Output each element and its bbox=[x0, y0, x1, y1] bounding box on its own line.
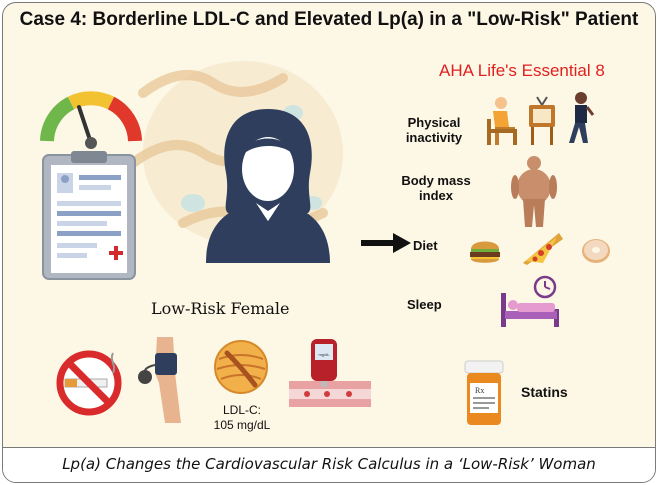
factor-line: Body mass bbox=[401, 173, 471, 188]
factor-line: index bbox=[419, 188, 453, 203]
glucometer-artery-icon: mg/dL bbox=[289, 339, 371, 407]
ldl-line: LDL-C: bbox=[222, 403, 261, 417]
factor-label-sleep: Sleep bbox=[407, 297, 442, 312]
factor-label-physical-inactivity: Physical inactivity bbox=[399, 115, 469, 145]
lipoprotein-particle-icon bbox=[214, 340, 268, 394]
main-area: Case 4: Borderline LDL-C and Elevated Lp… bbox=[3, 3, 655, 449]
arrow-right-icon bbox=[361, 233, 411, 253]
figure-title: Case 4: Borderline LDL-C and Elevated Lp… bbox=[19, 9, 639, 30]
clipboard-icon bbox=[42, 151, 136, 280]
aha-heading: AHA Life's Essential 8 bbox=[439, 61, 605, 80]
caption: Lp(a) Changes the Cardiovascular Risk Ca… bbox=[62, 455, 596, 473]
pizza-icon bbox=[523, 233, 563, 265]
gauge-icon bbox=[40, 91, 142, 149]
factor-label-body-mass-index: Body mass index bbox=[401, 173, 471, 203]
ldl-label: LDL-C: 105 mg/dL bbox=[207, 403, 277, 433]
woman-avatar-icon bbox=[206, 109, 330, 263]
svg-text:Rx: Rx bbox=[475, 386, 484, 395]
donut-icon bbox=[582, 239, 610, 263]
tv-icon bbox=[529, 96, 555, 145]
factor-label-diet: Diet bbox=[413, 238, 438, 253]
patient-label: Low-Risk Female bbox=[151, 299, 290, 318]
factor-line: Physical bbox=[407, 115, 461, 130]
blood-pressure-icon bbox=[138, 337, 181, 423]
factor-line: inactivity bbox=[405, 130, 463, 145]
body-icon bbox=[511, 156, 557, 227]
bed-clock-icon bbox=[501, 275, 559, 327]
burger-icon bbox=[470, 241, 500, 263]
glucometer-reading: mg/dL bbox=[318, 352, 330, 357]
ldl-line: 105 mg/dL bbox=[213, 418, 271, 432]
person-walking-icon bbox=[569, 92, 595, 143]
no-smoking-icon bbox=[56, 350, 122, 416]
person-sitting-icon bbox=[487, 97, 517, 145]
statins-label: Statins bbox=[521, 384, 568, 400]
caption-bar: Lp(a) Changes the Cardiovascular Risk Ca… bbox=[3, 447, 655, 482]
pill-bottle-icon: Rx bbox=[464, 360, 504, 425]
